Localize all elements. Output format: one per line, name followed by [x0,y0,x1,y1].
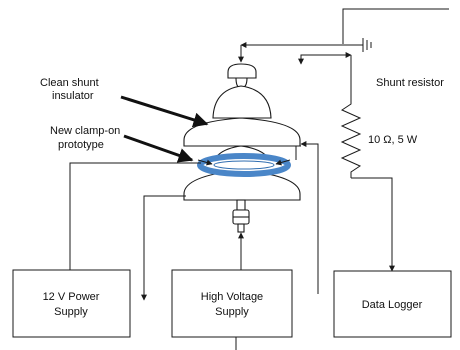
clean-shunt-pointer [120,95,209,128]
clamp-right-arrow [275,159,291,166]
supply-wiring [69,141,319,350]
ground-wiring [238,8,449,63]
data-logger-box: Data Logger [333,270,452,338]
clamp-label-line1: New clamp-on [50,125,120,137]
logger-wire [300,141,319,294]
insulator-stem [236,199,246,211]
clamp-on-prototype [197,153,291,177]
clean-shunt-label-line1: Clean shunt [40,77,99,89]
insulator-upper-dome [212,85,272,119]
clamp-label-line2: prototype [58,139,104,151]
ground-wire [342,8,449,44]
power-wire-a [69,162,201,270]
shunt-resistor-label: Shunt resistor [376,77,444,89]
power-supply-line1: 12 V Power [43,291,100,303]
clamp-left-arrow [197,159,213,166]
power-supply-line2: Supply [54,306,88,318]
insulator-assembly [183,63,301,233]
resistor-zigzag [340,55,362,178]
hv-supply-line2: Supply [215,306,249,318]
resistor-value-label: 10 Ω, 5 W [368,134,418,146]
label-arrows [120,95,209,163]
clean-shunt-label-line2: insulator [52,90,94,102]
power-wire-b [141,195,186,301]
insulator-bolt-shank [237,223,245,233]
data-logger-label: Data Logger [362,299,423,311]
power-supply-box: 12 V Power Supply [12,269,131,338]
resistor-top-wire [298,52,352,65]
logger-wire-2 [295,145,301,160]
insulator-cap [227,63,257,79]
hv-supply-box: High Voltage Supply [171,269,293,338]
clamp-pointer [123,134,194,163]
resistor-to-logger-wire [351,177,395,272]
insulator-upper-shed [183,117,301,147]
shunt-resistor-branch [298,52,395,272]
hv-supply-line1: High Voltage [201,291,263,303]
labels: Clean shunt insulator New clamp-on proto… [40,77,444,151]
clamp-ring-inner [213,160,275,170]
